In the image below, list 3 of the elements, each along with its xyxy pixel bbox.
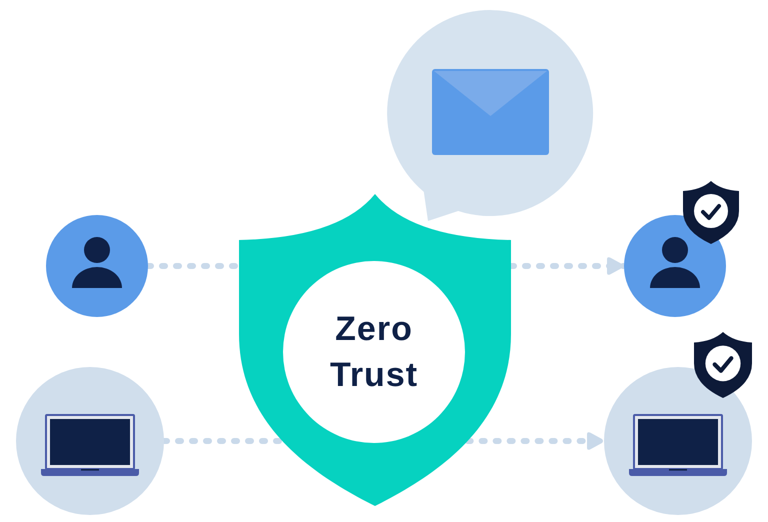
shield-title: Zero Trust [328, 309, 420, 396]
speech-bubble [388, 10, 594, 222]
zero-trust-shield [239, 194, 511, 506]
